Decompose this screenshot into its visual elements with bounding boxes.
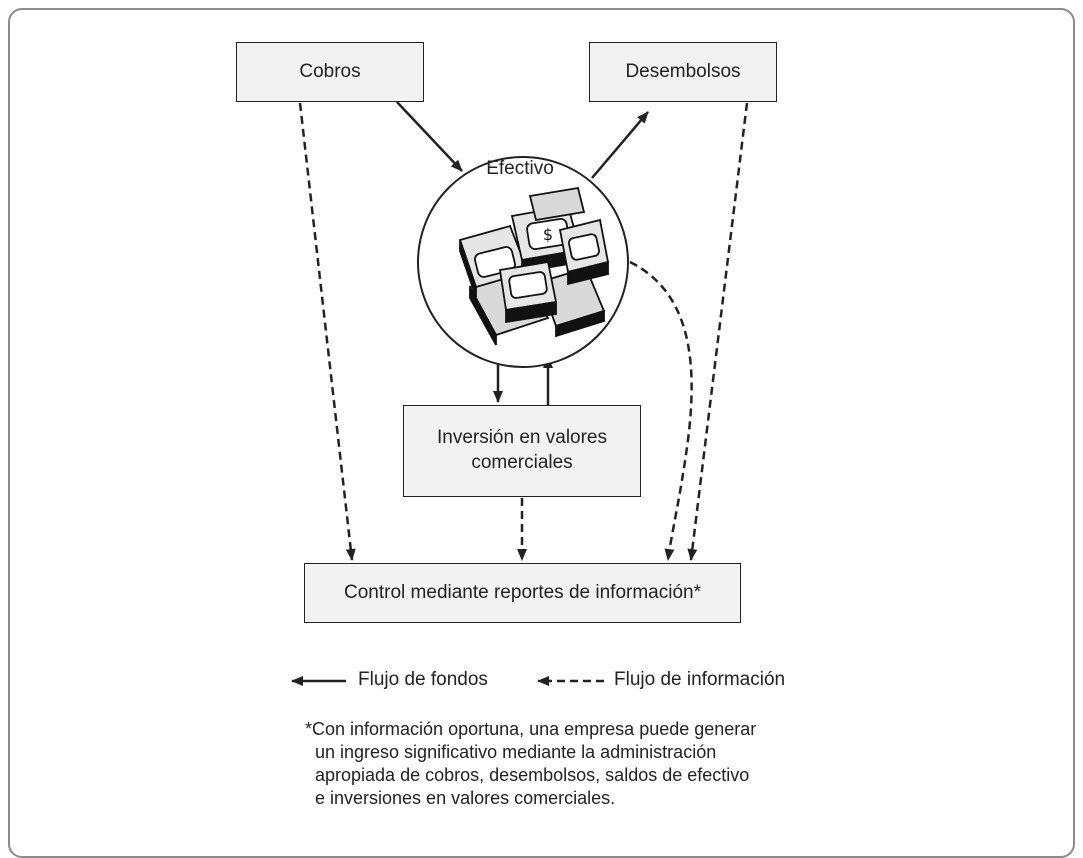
- control-label: Control mediante reportes de información…: [344, 581, 701, 603]
- efectivo-label: Efectivo: [486, 158, 554, 179]
- arrow-efectivo-to-desembolsos: [591, 111, 649, 179]
- cobros-box: Cobros: [236, 42, 424, 102]
- dashed-arrow-desembolsos-to-control: [687, 102, 749, 561]
- inversion-box: Inversión en valores comerciales: [403, 405, 641, 497]
- cobros-label: Cobros: [299, 60, 361, 82]
- inversion-label: Inversión en valores comerciales: [436, 427, 608, 473]
- money-stack-icon: $: [458, 186, 610, 346]
- footnote-line: apropiada de cobros, desembolsos, saldos…: [315, 765, 750, 785]
- legend-information-label: Flujo de información: [614, 669, 786, 690]
- legend-funds-label: Flujo de fondos: [358, 669, 488, 690]
- control-box: Control mediante reportes de información…: [304, 563, 741, 623]
- arrow-cobros-to-efectivo: [396, 101, 463, 172]
- footnote-line: *Con información oportuna, una empresa p…: [305, 719, 757, 739]
- dashed-arrow-cobros-to-control: [298, 102, 356, 561]
- footnote-line: e inversiones en valores comerciales.: [315, 788, 616, 808]
- desembolsos-label: Desembolsos: [625, 60, 741, 82]
- svg-text:$: $: [543, 225, 553, 244]
- desembolsos-box: Desembolsos: [589, 42, 777, 102]
- footnote: *Con información oportuna, una empresa p…: [305, 718, 845, 810]
- footnote-line: un ingreso significativo mediante la adm…: [315, 742, 717, 762]
- dashed-arrow-efectivo-to-control: [629, 260, 693, 561]
